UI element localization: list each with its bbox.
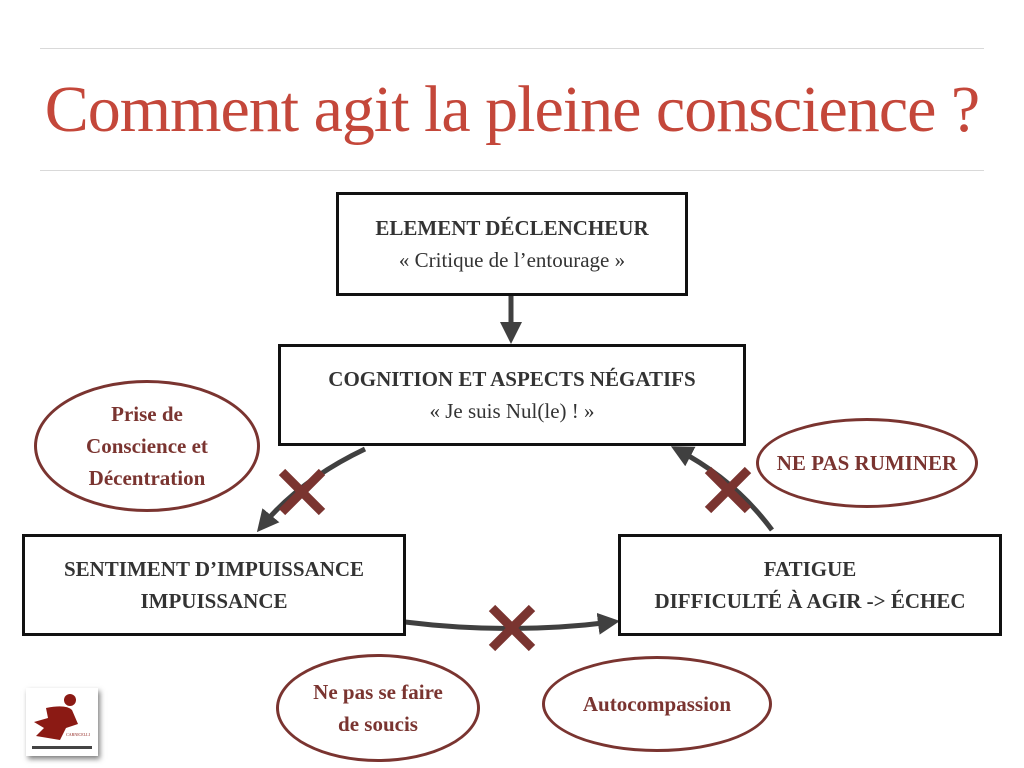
ellipse-prise-de-conscience: Prise de Conscience et Décentration (34, 380, 260, 512)
trigger-sub: « Critique de l’entourage » (398, 248, 626, 272)
ellipse-ne-pas-se-faire-de-soucis: Ne pas se faire de soucis (276, 654, 480, 762)
top-rule (40, 48, 984, 49)
sentiment-box: SENTIMENT D’IMPUISSANCE IMPUISSANCE (22, 534, 406, 636)
ellipse-ne-pas-ruminer: NE PAS RUMINER (756, 418, 978, 508)
trigger-heading: ELEMENT DÉCLENCHEUR (375, 216, 649, 240)
sentiment-heading: SENTIMENT D’IMPUISSANCE (63, 557, 365, 581)
svg-text:CARNICELLI: CARNICELLI (66, 732, 90, 737)
cross-icon (488, 604, 536, 652)
sentiment-sub: IMPUISSANCE (140, 589, 288, 613)
cognition-sub: « Je suis Nul(le) ! » (429, 399, 595, 423)
page-title: Comment agit la pleine conscience ? (44, 73, 980, 146)
ellipse-line: Décentration (88, 466, 206, 490)
bottom-rule (40, 170, 984, 171)
ellipse-line: Prise de (111, 402, 183, 426)
ellipse-autocompassion: Autocompassion (542, 656, 772, 752)
fatigue-sub: DIFFICULTÉ À AGIR -> ÉCHEC (654, 589, 966, 613)
cross-icon (704, 466, 752, 514)
fatigue-box: FATIGUE DIFFICULTÉ À AGIR -> ÉCHEC (618, 534, 1002, 636)
ellipse-line: de soucis (338, 712, 418, 736)
cognition-box: COGNITION ET ASPECTS NÉGATIFS « Je suis … (278, 344, 746, 446)
trigger-box: ELEMENT DÉCLENCHEUR « Critique de l’ento… (336, 192, 688, 296)
logo: CARNICELLI (26, 688, 98, 756)
ellipse-line: Conscience et (86, 434, 208, 458)
ellipse-line: Ne pas se faire (313, 680, 443, 704)
cross-icon (278, 468, 326, 516)
ellipse-line: NE PAS RUMINER (776, 451, 958, 475)
ellipse-line: Autocompassion (582, 692, 732, 716)
logo-figure-icon: CARNICELLI (32, 694, 92, 749)
arrow-cognition-to-sentiment (256, 446, 367, 533)
fatigue-heading: FATIGUE (763, 557, 857, 581)
cognition-heading: COGNITION ET ASPECTS NÉGATIFS (328, 367, 696, 391)
cross-marks (278, 466, 752, 652)
